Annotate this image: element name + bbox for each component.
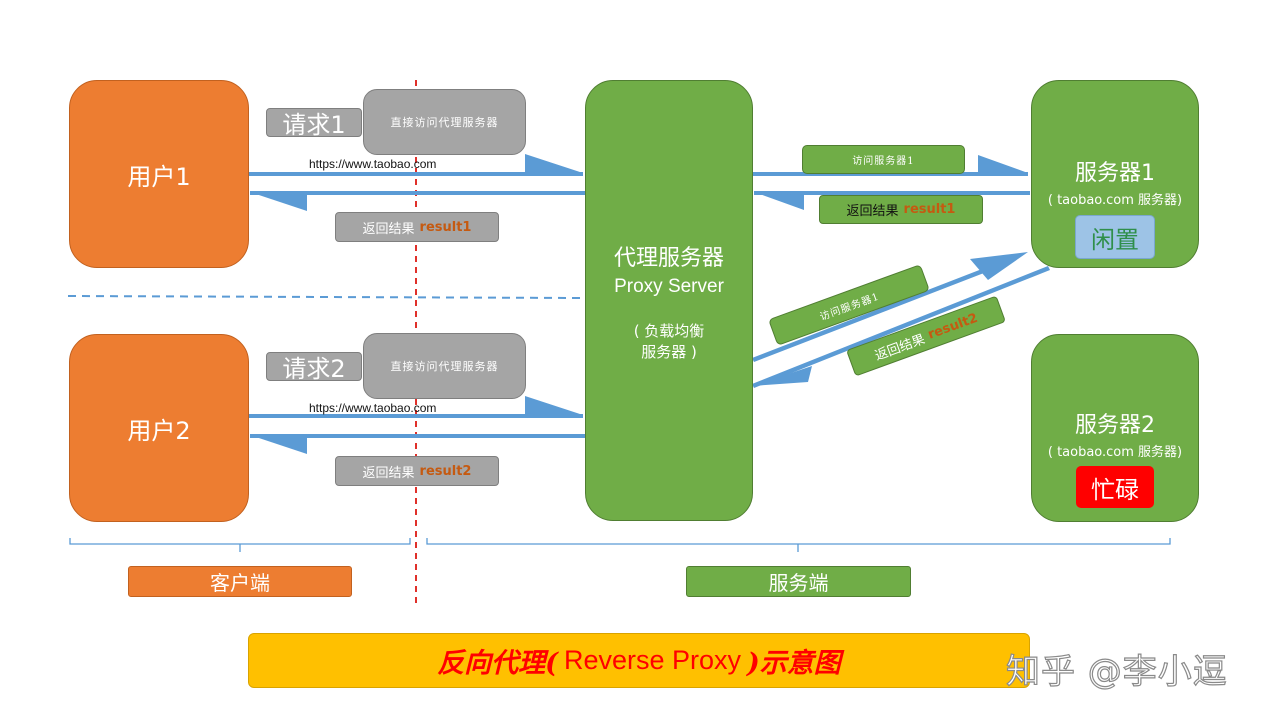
url-label-1: https://www.taobao.com <box>309 157 437 171</box>
server-side-label: 服务端 <box>686 566 911 597</box>
title-cn-right: )示意图 <box>747 648 841 679</box>
return-prefix: 返回结果 <box>846 204 899 219</box>
user1-response-arrow <box>250 191 585 211</box>
server2-name: 服务器2 <box>1075 413 1155 438</box>
busy-badge: 忙碌 <box>1076 466 1154 508</box>
proxy-desc-line1: ( 负载均衡 <box>633 321 705 340</box>
user2-response-arrow <box>250 434 585 454</box>
user2-label: 用户2 <box>127 416 191 445</box>
idle-badge: 闲置 <box>1075 215 1155 259</box>
request2-tag: 请求2 <box>266 352 362 383</box>
return-result2-tag: 返回结果 result2 <box>335 456 499 486</box>
result2-label: result2 <box>419 463 472 479</box>
url-label-2: https://www.taobao.com <box>309 401 437 415</box>
server2-box: 服务器2 ( taobao.com 服务器) 忙碌 <box>1031 334 1199 522</box>
watermark: 知乎 @李小逗 <box>1005 651 1228 692</box>
proxy-name: 代理服务器 <box>613 245 724 271</box>
server1-name: 服务器1 <box>1075 161 1155 186</box>
direct-access-note-1: 直接访问代理服务器 <box>363 89 526 155</box>
proxy-name-en: Proxy Server <box>614 275 724 297</box>
return-prefix: 返回结果 <box>872 331 927 364</box>
server-return-result1-tag: 返回结果 result1 <box>819 195 983 224</box>
result1-label: result1 <box>903 202 956 217</box>
server-bracket <box>426 538 1171 552</box>
result2-label: result2 <box>925 310 980 343</box>
request1-tag: 请求1 <box>266 108 362 139</box>
client-side-label: 客户端 <box>128 566 352 597</box>
server1-box: 服务器1 ( taobao.com 服务器) 闲置 <box>1031 80 1199 268</box>
result1-label: result1 <box>419 219 472 235</box>
title-cn-left: 反向代理( <box>437 648 558 679</box>
user-separator <box>67 295 583 299</box>
return-prefix: 返回结果 <box>362 465 415 481</box>
server1-desc: ( taobao.com 服务器) <box>1047 193 1183 208</box>
client-bracket <box>69 538 411 552</box>
direct-access-note-2: 直接访问代理服务器 <box>363 333 526 399</box>
title-banner: 反向代理( Reverse Proxy )示意图 <box>248 633 1030 688</box>
return-result1-tag: 返回结果 result1 <box>335 212 499 242</box>
user2-box: 用户2 <box>69 334 249 522</box>
proxy-desc-line2: 服务器 ) <box>641 342 697 361</box>
title-en: Reverse Proxy <box>563 645 742 675</box>
visit-server1-tag: 访问服务器1 <box>802 145 965 174</box>
user1-box: 用户1 <box>69 80 249 268</box>
user1-label: 用户1 <box>127 162 191 191</box>
proxy-server-box: 代理服务器 Proxy Server ( 负载均衡 服务器 ) <box>585 80 753 521</box>
server2-desc: ( taobao.com 服务器) <box>1047 445 1183 460</box>
return-prefix: 返回结果 <box>362 221 415 237</box>
